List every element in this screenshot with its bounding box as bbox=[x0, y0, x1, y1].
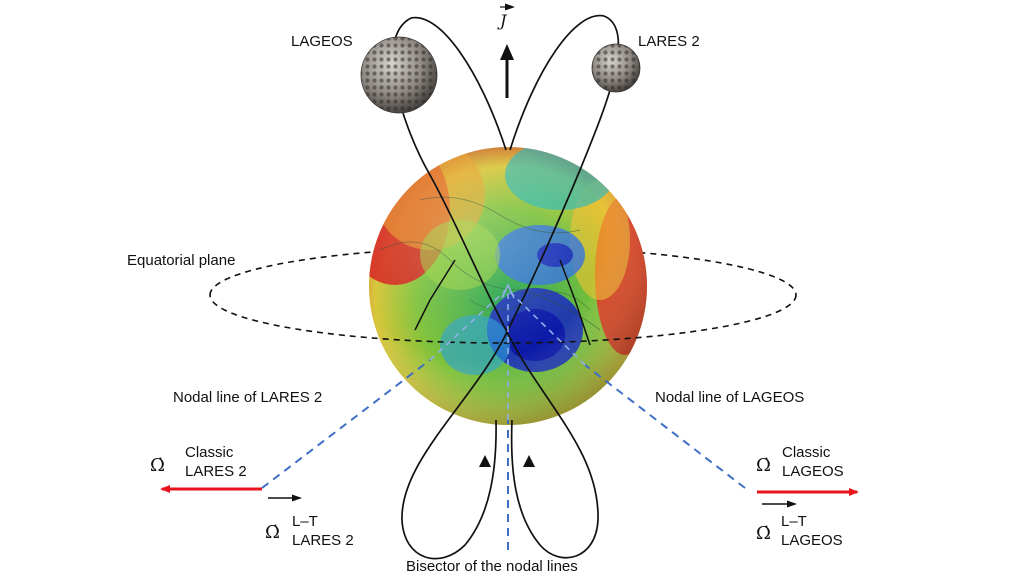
classic-lageos-label: Classic LAGEOS bbox=[782, 443, 844, 481]
j-vector-arrowhead bbox=[500, 44, 514, 60]
omega-dot-classic-lares2: Ω̇ bbox=[150, 455, 165, 476]
nodal-line-lageos-label: Nodal line of LAGEOS bbox=[655, 389, 805, 406]
lares2-orbit-path bbox=[401, 15, 620, 560]
lt-text: L–T bbox=[292, 513, 318, 530]
nodal-line-lares2-label: Nodal line of LARES 2 bbox=[173, 389, 323, 406]
lageos-label: LAGEOS bbox=[291, 33, 353, 50]
omega-dot-lt-lares2: Ω̇ bbox=[265, 522, 280, 543]
lares2-label: LARES 2 bbox=[638, 33, 700, 50]
omega-dot-lt-lageos: Ω̇ bbox=[756, 523, 771, 544]
nodal-line-lageos-inner bbox=[507, 289, 586, 366]
classic-text: Classic bbox=[782, 444, 831, 461]
orbit-direction-arrow-left bbox=[479, 455, 491, 467]
lageos-text: LAGEOS bbox=[781, 532, 843, 549]
lt-lageos-label: L–T LAGEOS bbox=[781, 512, 843, 550]
lares2-text: LARES 2 bbox=[292, 532, 354, 549]
equatorial-plane-front bbox=[209, 294, 797, 344]
lt-lares2-label: L–T LARES 2 bbox=[292, 512, 354, 550]
classic-text: Classic bbox=[185, 444, 234, 461]
nodal-line-lageos bbox=[584, 364, 746, 489]
bisector-label: Bisector of the nodal lines bbox=[406, 558, 578, 575]
bisector-arrow-icon bbox=[501, 283, 515, 299]
omega-dot-classic-lageos: Ω̇ bbox=[756, 455, 771, 476]
lageos-orbit-inner bbox=[414, 259, 456, 331]
lares2-orbit-inner bbox=[559, 259, 591, 346]
equatorial-plane-back bbox=[209, 246, 797, 296]
lageos-satellite-icon bbox=[360, 36, 438, 114]
lageos-orbit-path bbox=[392, 17, 599, 559]
lares2-orbit-top bbox=[509, 14, 605, 151]
lageos-text: LAGEOS bbox=[782, 463, 844, 480]
lares2-text: LARES 2 bbox=[185, 463, 247, 480]
equatorial-plane-label: Equatorial plane bbox=[127, 252, 236, 269]
j-vector-label: J bbox=[500, 11, 507, 30]
classic-lares2-label: Classic LARES 2 bbox=[185, 443, 247, 481]
orbit-direction-arrow-right bbox=[523, 455, 535, 467]
lares2-satellite-icon bbox=[591, 43, 641, 93]
lt-text: L–T bbox=[781, 513, 807, 530]
nodal-line-lares2 bbox=[261, 359, 431, 489]
lageos-orbit-top bbox=[410, 16, 507, 151]
